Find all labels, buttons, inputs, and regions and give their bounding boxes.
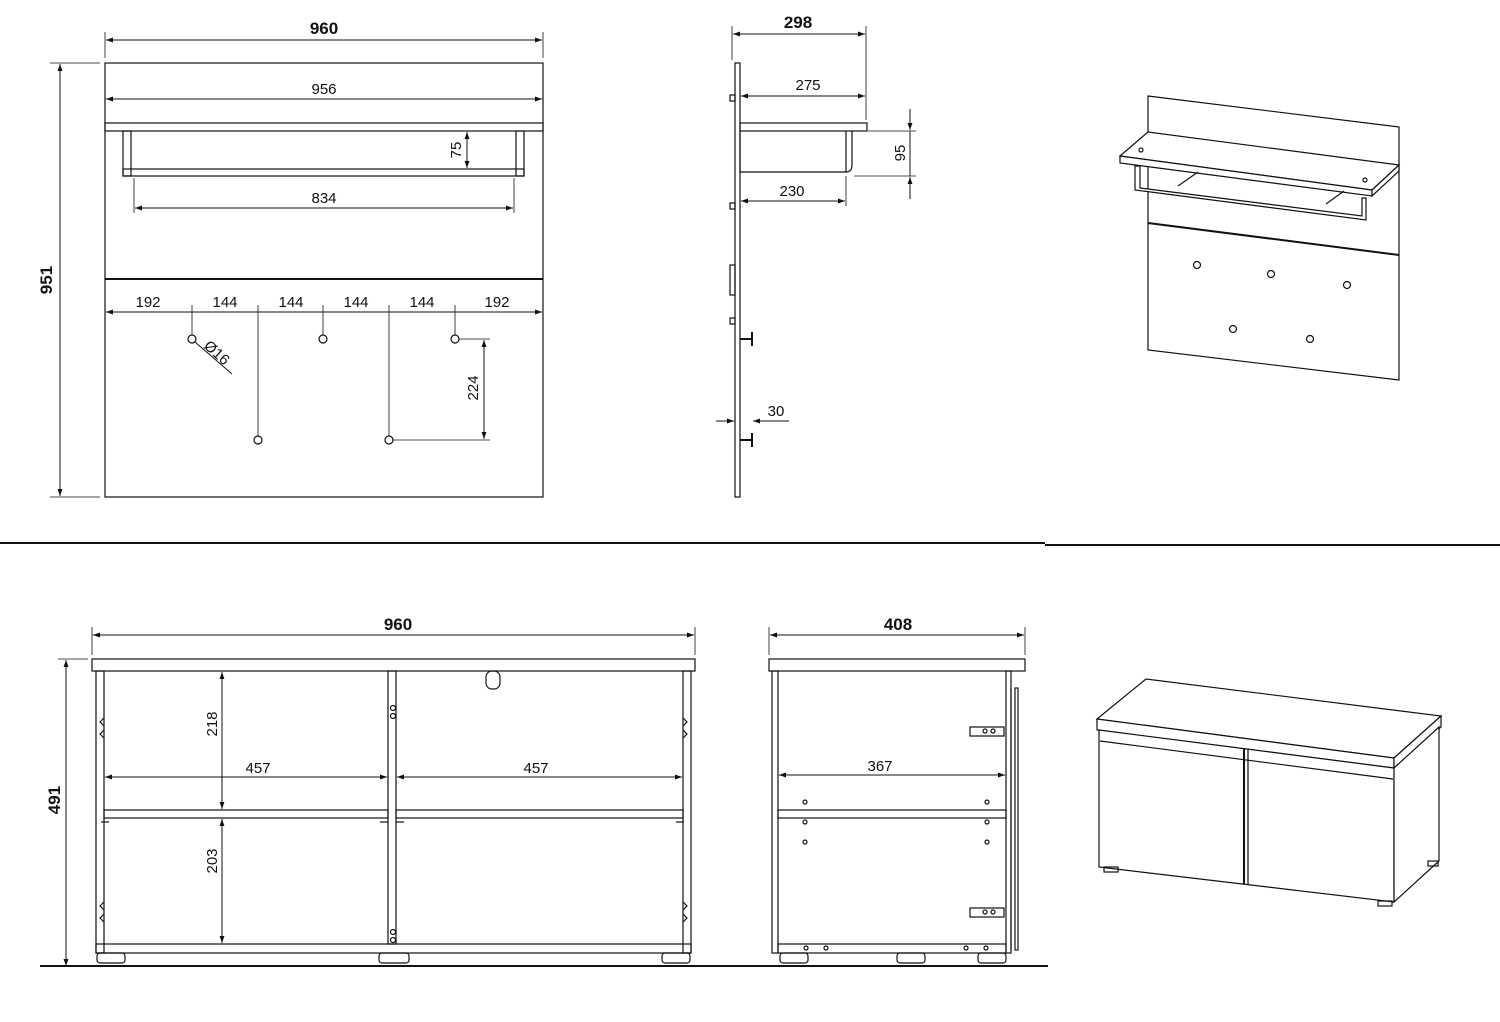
label-hook-spacing-1: 192 xyxy=(135,294,160,311)
bench-top xyxy=(91,658,696,672)
rail-bracket-side xyxy=(739,131,853,173)
bench-side-view: 408 367 xyxy=(768,615,1026,964)
hinge-bottom-left xyxy=(99,901,105,923)
label-hook-spacing-5: 144 xyxy=(409,294,434,311)
label-hook-spacing-3: 144 xyxy=(278,294,303,311)
label-hook-spacing-6: 192 xyxy=(484,294,509,311)
label-overall-height: 951 xyxy=(37,266,56,294)
bench-door xyxy=(1014,687,1019,951)
label-shelf-depth: 275 xyxy=(795,77,820,94)
bench-isometric xyxy=(1095,678,1443,907)
hook-3 xyxy=(318,334,328,344)
label-rail-height-side: 95 xyxy=(892,145,909,162)
shelf-left xyxy=(103,809,389,819)
label-hook-length: 30 xyxy=(768,403,785,420)
label-rail-width: 834 xyxy=(311,190,336,207)
bench-back-panel xyxy=(771,670,779,954)
label-upper-height: 218 xyxy=(204,711,221,736)
panel-side-board xyxy=(734,62,741,498)
label-hook-diameter: Ø16 xyxy=(200,337,232,369)
foot-1 xyxy=(96,952,126,964)
bench-right-side xyxy=(682,670,692,954)
label-bench-width: 960 xyxy=(384,615,412,634)
shelf-right xyxy=(395,809,684,819)
label-bench-depth: 408 xyxy=(884,615,912,634)
hook-diameter-leader xyxy=(194,341,233,375)
label-left-inner-width: 457 xyxy=(245,760,270,777)
label-overall-width: 960 xyxy=(310,19,338,38)
hook-5 xyxy=(450,334,460,344)
bench-bottom-side xyxy=(777,943,1007,954)
label-rail-depth: 230 xyxy=(779,183,804,200)
hanging-rail xyxy=(122,168,525,177)
label-hook-spacing-4: 144 xyxy=(343,294,368,311)
hinge-top-left xyxy=(99,717,105,739)
label-overall-depth: 298 xyxy=(784,13,812,32)
iso-rail xyxy=(1134,165,1367,221)
bench-left-side xyxy=(95,670,105,954)
label-rail-height: 75 xyxy=(448,142,465,159)
hook-2 xyxy=(253,435,263,445)
label-bench-inner-depth: 367 xyxy=(867,758,892,775)
label-hook-drop: 224 xyxy=(465,375,482,400)
foot-3 xyxy=(661,952,691,964)
hinge-top xyxy=(969,726,1005,737)
label-right-inner-width: 457 xyxy=(523,760,548,777)
shelf-side xyxy=(739,122,868,132)
hook-1 xyxy=(187,334,197,344)
bench-front-view: 960 491 218 203 457 457 xyxy=(40,615,1048,967)
bench-bottom xyxy=(95,943,692,954)
hinge-top-right xyxy=(682,717,688,739)
label-lower-height: 203 xyxy=(204,848,221,873)
hook-4 xyxy=(384,435,394,445)
shelf-side xyxy=(777,809,1007,819)
hanger-slot xyxy=(485,670,501,690)
iso-panel xyxy=(1147,95,1400,381)
wall-panel-front-view: 960 951 956 75 834 192 144 144 144 144 1… xyxy=(37,19,544,498)
label-shelf-width: 956 xyxy=(311,81,336,98)
shelf xyxy=(104,122,544,132)
hinge-bottom xyxy=(969,907,1005,918)
foot-2 xyxy=(378,952,410,964)
bench-door-edge xyxy=(1005,670,1012,954)
wall-panel-isometric xyxy=(1118,95,1401,381)
wall-panel-side-view: 298 275 95 230 30 xyxy=(716,13,916,498)
bench-divider xyxy=(387,670,397,945)
label-hook-spacing-2: 144 xyxy=(212,294,237,311)
label-bench-height: 491 xyxy=(45,786,64,814)
bench-top-side xyxy=(768,658,1026,672)
hinge-bottom-right xyxy=(682,901,688,923)
